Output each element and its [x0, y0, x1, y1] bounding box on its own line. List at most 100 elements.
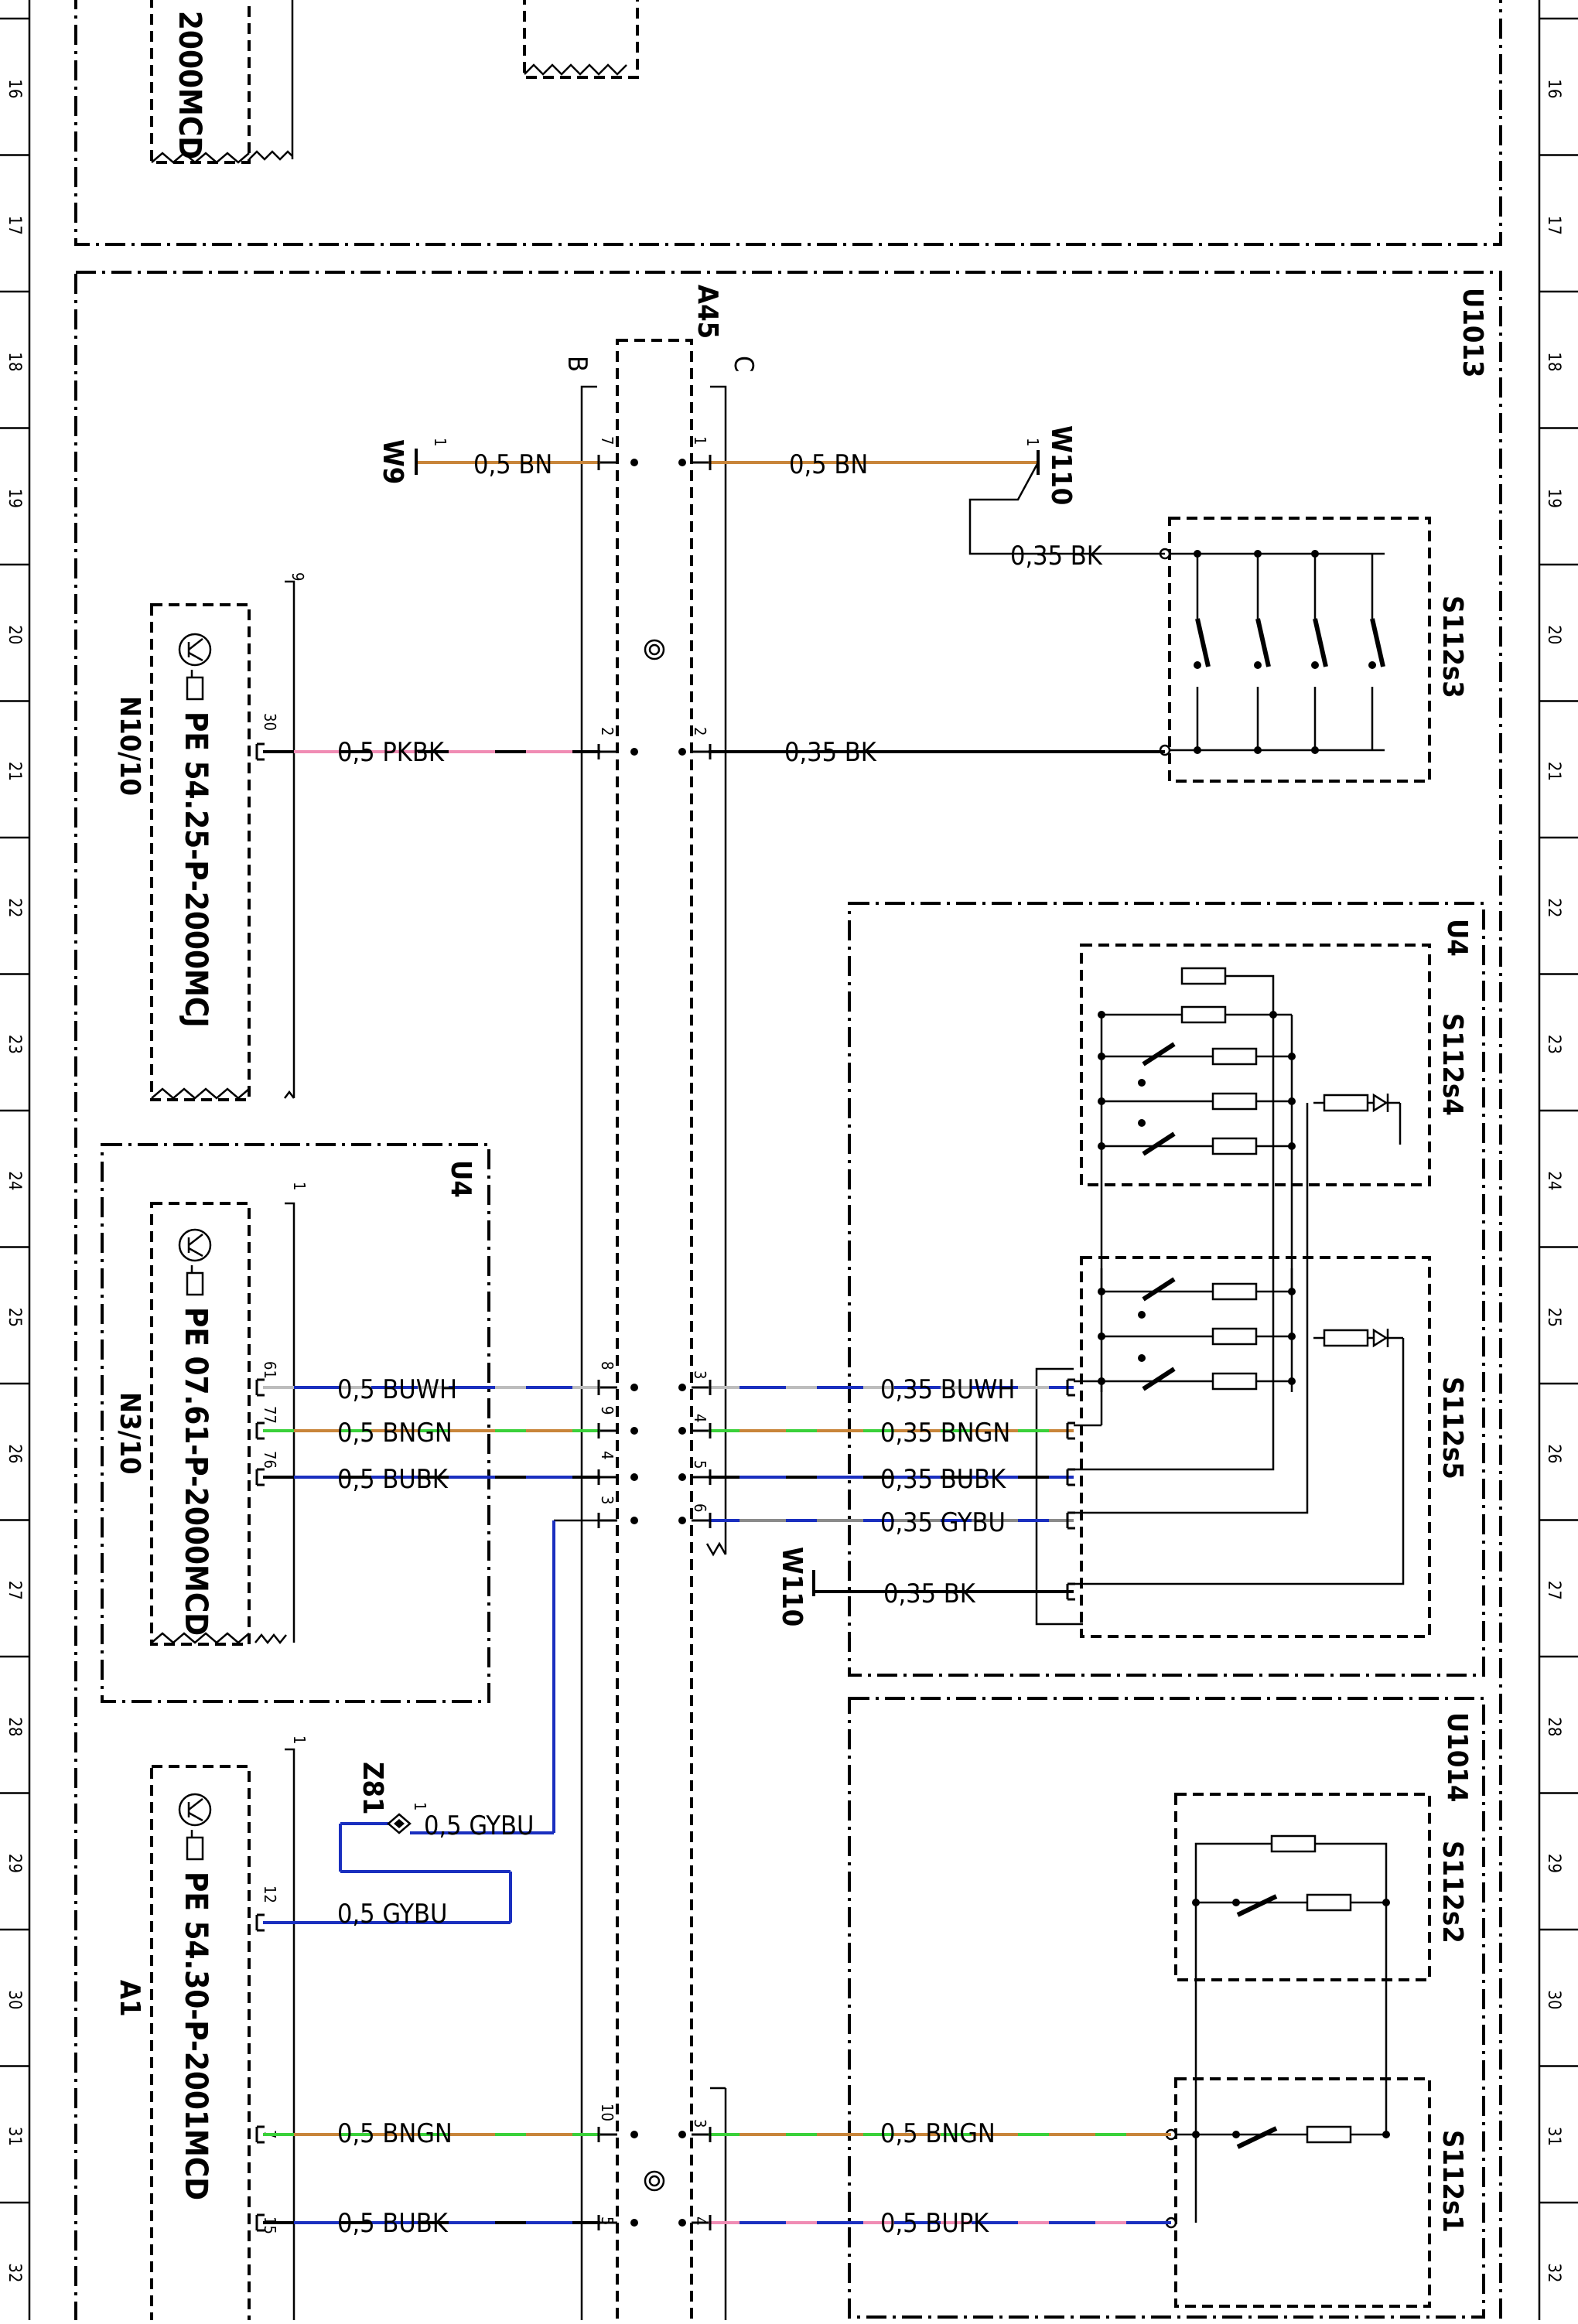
wire-label: 0,5 GYBU: [424, 1810, 534, 1841]
hand-pointer-icon: [186, 670, 204, 701]
resistor-icon: [1211, 1372, 1258, 1391]
contact-dot: [678, 1473, 686, 1481]
grid-number: 28: [1544, 1717, 1563, 1736]
resistor-icon: [1211, 1047, 1258, 1066]
a45-c-label: C: [728, 356, 759, 372]
grid-number: 24: [1544, 1171, 1563, 1190]
ground-z81: Z81 1: [357, 1762, 429, 1834]
svg-text:10: 10: [598, 2104, 617, 2121]
wire-label: 0,5 BNGN: [337, 2118, 453, 2149]
w9-label: W9: [377, 439, 408, 484]
switch-s112s1: S112s1: [1165, 1903, 1468, 2308]
grid-number: 16: [5, 79, 24, 98]
contact-dot: [678, 1427, 686, 1435]
coil-icon: [644, 639, 665, 660]
a45-b-label: B: [562, 356, 593, 372]
grid-number: 17: [5, 216, 24, 235]
u4-left-label: U4: [445, 1160, 476, 1198]
grid-number: 16: [1544, 79, 1563, 98]
svg-text:2: 2: [598, 727, 617, 735]
wire-label: 0,5 BUWH: [337, 1374, 457, 1405]
diode-icon: [1313, 1328, 1403, 1348]
diode-icon: [1313, 1093, 1402, 1145]
pin-label: 77: [261, 1406, 279, 1424]
wire-labels: 0,5 BN 0,5 BN 0,35 BK 0,5 PKBK 0,35 BK 0…: [337, 449, 1103, 2239]
pin-label: 1: [411, 1802, 429, 1810]
s112s5-label: S112s5: [1436, 1377, 1468, 1479]
wires: [255, 455, 1171, 2232]
svg-text:2: 2: [691, 727, 709, 735]
wire-label: 0,5 BN: [789, 449, 868, 480]
s112s4-label: S112s4: [1436, 1013, 1468, 1116]
u1013-label: U1013: [1457, 288, 1488, 377]
grid-number: 23: [1544, 1035, 1563, 1054]
contact-dot: [678, 1517, 686, 1524]
contact-dot: [678, 459, 686, 466]
switch-s112s5: S112s5: [1080, 1256, 1468, 1638]
svg-text:4: 4: [691, 2217, 709, 2225]
z81-label: Z81: [357, 1762, 388, 1815]
a45-label: A45: [692, 285, 723, 339]
resistor-icon: [1211, 1137, 1258, 1155]
switch-s112s3: S112s3: [1159, 517, 1468, 783]
contact-dot: [678, 2219, 686, 2227]
top-module-label: 2000MCD: [172, 11, 207, 159]
grid-number: 25: [1544, 1308, 1563, 1327]
svg-text:5: 5: [598, 2217, 617, 2225]
grid-number: 23: [5, 1035, 24, 1054]
contact-dot: [630, 1517, 638, 1524]
wire-label: 0,5 BNGN: [880, 2118, 996, 2149]
grid-number: 27: [5, 1581, 24, 1600]
resistor-icon: [1211, 1282, 1258, 1301]
grid-number: 19: [5, 489, 24, 508]
u4-right-frame: [848, 902, 1485, 1677]
a1-pe-ref: PE 54.30-P-2001MCD: [178, 1872, 213, 2200]
grid-number: 32: [5, 2263, 24, 2282]
resistor-icon: [1180, 1005, 1227, 1024]
grid-number: 21: [1544, 762, 1563, 781]
svg-text:3: 3: [691, 2119, 709, 2128]
pin-label: 12: [261, 1885, 279, 1903]
module-n10-10: PE 54.25-P-2000MCJ N10/10 9 30: [114, 572, 307, 1101]
svg-text:4: 4: [691, 1414, 709, 1422]
grid-number: 26: [1544, 1444, 1563, 1463]
pin-label: 1: [431, 438, 449, 446]
wire-label: 0,5 BUPK: [880, 2208, 989, 2239]
grid-number: 29: [1544, 1854, 1563, 1873]
wire-label: 0,35 BNGN: [880, 1418, 1010, 1449]
ground-w110-mid: W110: [776, 1547, 815, 1626]
w110-mid-label: W110: [776, 1547, 808, 1626]
grid-number: 30: [5, 1990, 24, 2009]
pin-label: 76: [261, 1451, 279, 1469]
n10-pe-ref: PE 54.25-P-2000MCJ: [178, 712, 213, 1028]
wire-label: 0,5 BUBK: [337, 2208, 449, 2239]
grid-number: 29: [5, 1854, 24, 1873]
s112s3-label: S112s3: [1436, 596, 1468, 698]
resistor-icon: [1211, 1327, 1258, 1346]
n3-id: N3/10: [114, 1392, 145, 1475]
grid-number: 22: [5, 898, 24, 917]
grid-number: 24: [5, 1171, 24, 1190]
svg-text:9: 9: [598, 1406, 617, 1415]
resistor-icon: [1211, 1092, 1258, 1111]
svg-text:3: 3: [691, 1370, 709, 1379]
coil-icon: [644, 2170, 665, 2192]
top-section: 2000MCD: [74, 0, 1502, 246]
u1013-frame: [74, 271, 1502, 2324]
wire-label: 0,5 PKBK: [337, 737, 445, 768]
a45-connector: A45 B C: [562, 285, 759, 2324]
grid-number: 19: [1544, 489, 1563, 508]
wire-label: 0,35 GYBU: [880, 1507, 1006, 1538]
contact-dot: [678, 2131, 686, 2138]
a1-id: A1: [114, 1980, 145, 2017]
top-module-box: [150, 0, 251, 164]
wire-label: 0,5 BN: [473, 449, 552, 480]
grid-number: 32: [1544, 2263, 1563, 2282]
wire-label: 0,35 BUBK: [880, 1464, 1006, 1495]
pin-label: 1: [290, 1735, 309, 1744]
grid-number: 28: [5, 1717, 24, 1736]
u4-internal-lines: [1035, 1015, 1405, 1626]
grid-number: 20: [1544, 625, 1563, 644]
